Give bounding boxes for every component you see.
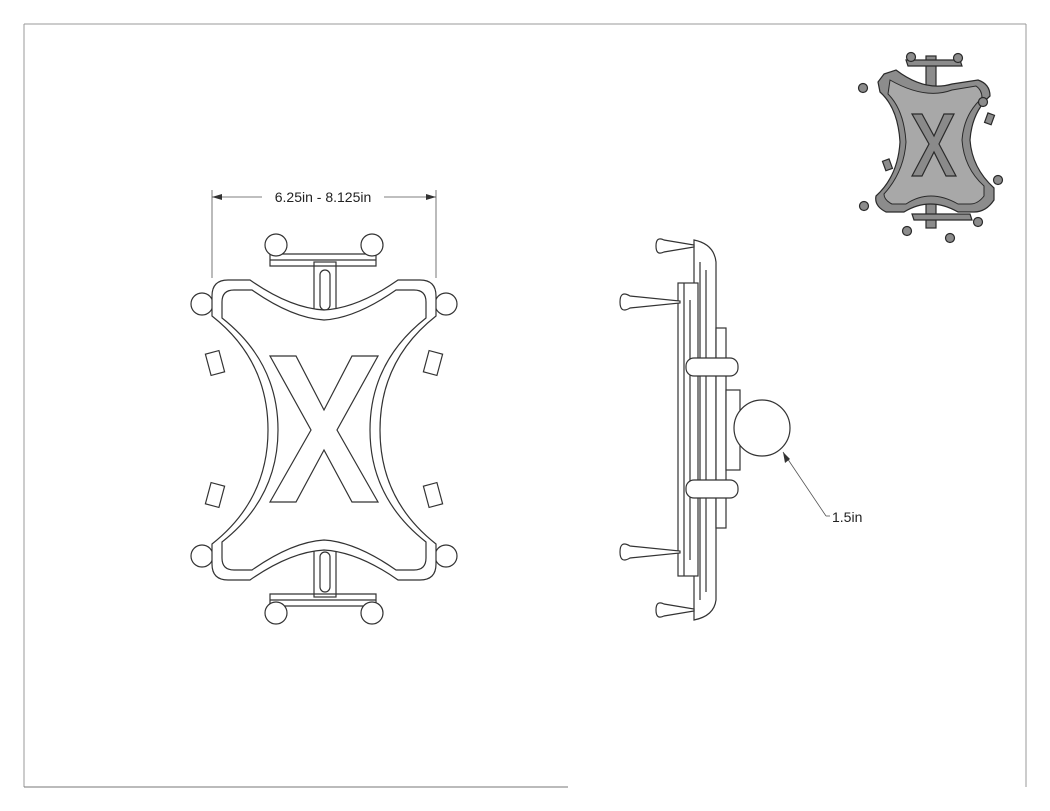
cradle-body bbox=[211, 279, 437, 581]
sheet-border bbox=[23, 23, 1027, 788]
bottom-arm bbox=[264, 544, 384, 625]
width-dimension: 6.25in - 8.125in bbox=[211, 189, 437, 278]
ball-dimension: 1.5in bbox=[782, 451, 862, 525]
iso-balls bbox=[857, 51, 1004, 244]
side-tabs bbox=[204, 349, 444, 509]
side-view: 1.5in bbox=[619, 238, 862, 621]
ball-dimension-label: 1.5in bbox=[832, 509, 862, 525]
isometric-view bbox=[857, 51, 1004, 244]
x-logo bbox=[268, 355, 380, 503]
top-arm bbox=[264, 233, 384, 315]
mount-ball bbox=[733, 399, 791, 457]
front-view: 6.25in - 8.125in bbox=[190, 189, 458, 625]
side-knobs bbox=[619, 238, 695, 618]
width-dimension-label: 6.25in - 8.125in bbox=[275, 189, 372, 205]
